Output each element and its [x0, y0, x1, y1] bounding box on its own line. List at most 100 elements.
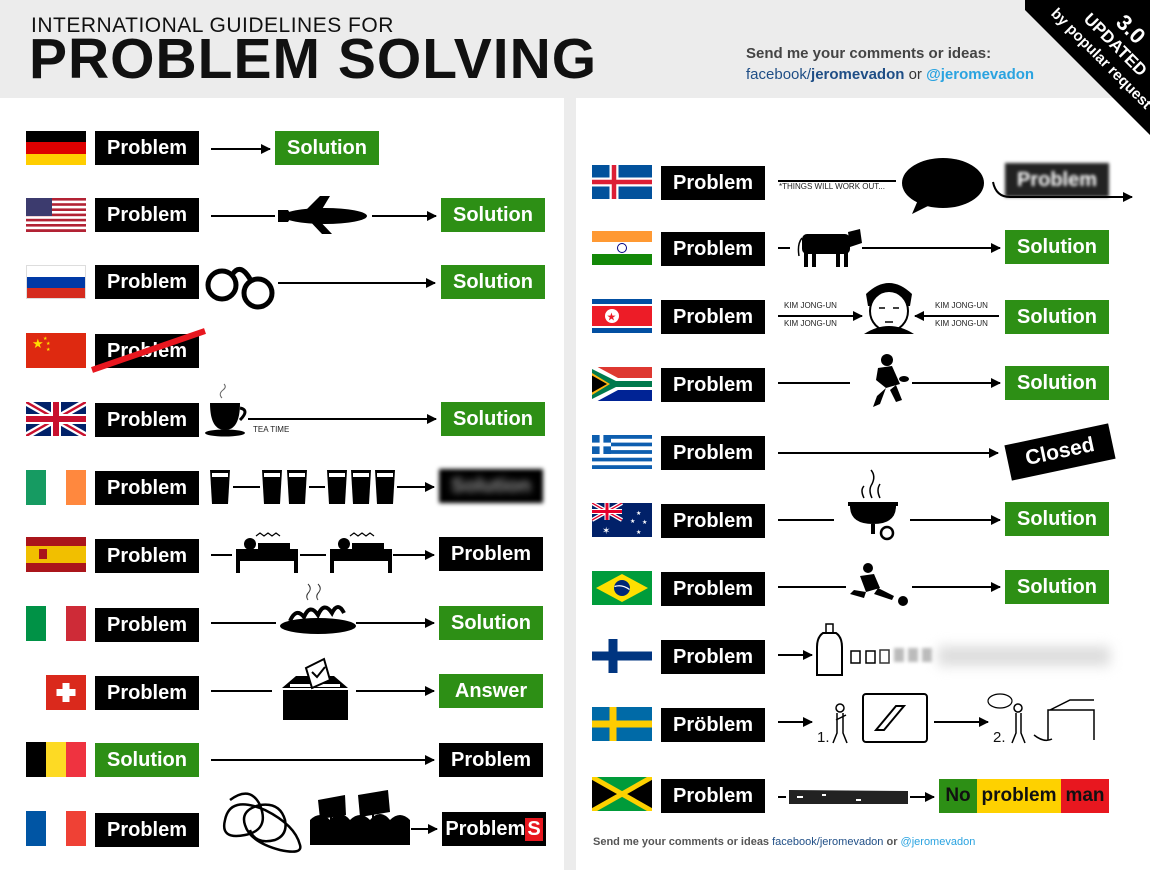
- contact-links: facebook/jeromevadon or @jeromevadon: [746, 66, 1034, 83]
- svg-text:★: ★: [636, 529, 641, 536]
- tea-time-note: TEA TIME: [253, 425, 290, 434]
- svg-text:★: ★: [32, 337, 44, 352]
- flag-uk: [26, 402, 86, 436]
- svg-text:★: ★: [636, 510, 641, 517]
- flag-ireland: [26, 470, 86, 505]
- russia-end: Solution: [441, 265, 545, 299]
- ireland-start: Problem: [95, 471, 199, 505]
- or-text: or: [908, 66, 922, 83]
- svg-text:★: ★: [630, 518, 635, 525]
- flag-germany: [26, 131, 86, 165]
- cow-icon: [797, 229, 862, 267]
- flag-north-korea: ★: [592, 299, 652, 333]
- flag-usa: [26, 198, 86, 232]
- jamaica-start: Problem: [661, 779, 765, 813]
- flag-south-africa: [592, 367, 652, 401]
- header: [0, 0, 1150, 98]
- soccer-player-icon: [850, 563, 908, 606]
- uk-end: Solution: [441, 402, 545, 436]
- bbq-grill-icon: [848, 469, 898, 541]
- facebook-link[interactable]: facebook/jeromevadon: [746, 66, 905, 83]
- flag-australia: ✶ ★ ★ ★ ★: [592, 503, 652, 537]
- france-end-suffix: S: [525, 817, 543, 841]
- top-title: INTERNATIONAL GUIDELINES FOR: [31, 14, 394, 37]
- kim-label-4: KIM JONG-UN: [935, 319, 988, 328]
- handcuffs-icon: [205, 266, 275, 310]
- jamaica-end-part-3: man: [1061, 779, 1109, 813]
- germany-end: Solution: [275, 131, 379, 165]
- vodka-bottle-icon: [816, 623, 843, 676]
- brazil-start: Problem: [661, 572, 765, 606]
- uk-start: Problem: [95, 403, 199, 437]
- flag-china: ★ ★ ★ ★: [26, 333, 86, 368]
- scribble-icon: [222, 792, 302, 853]
- kim-label-3: KIM JONG-UN: [935, 301, 988, 310]
- svg-text:★: ★: [46, 347, 51, 353]
- jamaica-end: No problem man: [939, 779, 1109, 813]
- italy-end: Solution: [439, 606, 543, 640]
- kim-label-2: KIM JONG-UN: [784, 319, 837, 328]
- spain-end: Problem: [439, 537, 543, 571]
- iceland-start: Problem: [661, 166, 765, 200]
- ikea-wtf: WTF!: [991, 697, 1009, 704]
- flag-india: [592, 231, 652, 265]
- svg-text:✶: ✶: [602, 526, 610, 537]
- svg-text:★: ★: [46, 341, 51, 347]
- contact-line: Send me your comments or ideas:: [746, 45, 992, 62]
- france-start: Problem: [95, 813, 199, 847]
- usa-start: Problem: [95, 198, 199, 232]
- china-start: Problem: [95, 334, 199, 368]
- italy-start: Problem: [95, 608, 199, 642]
- jamaica-end-part-1: No: [939, 779, 977, 813]
- svg-text:★: ★: [607, 311, 617, 324]
- switzerland-end: Answer: [439, 674, 543, 708]
- usa-end: Solution: [441, 198, 545, 232]
- flag-jamaica: [592, 777, 652, 811]
- svg-text:★: ★: [642, 519, 647, 526]
- australia-start: Problem: [661, 504, 765, 538]
- page-title: PROBLEM SOLVING: [29, 27, 598, 91]
- flag-italy: [26, 606, 86, 641]
- flag-sweden: [592, 707, 652, 741]
- india-end: Solution: [1005, 230, 1109, 264]
- iceland-bubble-text: Þetta * reddast !: [906, 171, 980, 195]
- flag-iceland: [592, 165, 652, 199]
- sweden-start: Pröblem: [661, 708, 765, 742]
- twitter-link[interactable]: @jeromevadon: [926, 66, 1035, 83]
- kim-label-1: KIM JONG-UN: [784, 301, 837, 310]
- ballot-box-icon: [282, 657, 348, 720]
- germany-start: Problem: [95, 131, 199, 165]
- shot-glasses-icon: [850, 646, 1110, 666]
- teacup-icon: [205, 383, 247, 437]
- svg-text:★: ★: [43, 336, 48, 342]
- footer-twitter-link[interactable]: @jeromevadon: [900, 836, 976, 848]
- switzerland-start: Problem: [95, 676, 199, 710]
- greece-start: Problem: [661, 436, 765, 470]
- footer: Send me your comments or ideas facebook/…: [593, 836, 976, 848]
- finland-start: Problem: [661, 640, 765, 674]
- iceland-note: *THINGS WILL WORK OUT...: [779, 182, 885, 191]
- ikea-assembly-icon: [832, 693, 1095, 744]
- jamaica-end-part-2: problem: [977, 779, 1061, 813]
- flag-greece: [592, 435, 652, 469]
- rugby-player-icon: [873, 354, 909, 407]
- belgium-start: Solution: [95, 743, 199, 777]
- south-africa-start: Problem: [661, 368, 765, 402]
- drone-icon: [278, 196, 367, 234]
- ikea-multiplier: x1: [903, 711, 919, 728]
- column-divider: [564, 98, 576, 870]
- iceland-end: Problem: [1005, 163, 1109, 197]
- joint-icon: [789, 790, 908, 804]
- spain-start: Problem: [95, 539, 199, 573]
- flag-switzerland: [46, 675, 86, 710]
- flag-russia: [26, 265, 86, 299]
- beer-pints-icon: [210, 470, 395, 504]
- spaghetti-icon: [280, 583, 356, 634]
- ikea-step-2: 2.: [993, 729, 1006, 746]
- footer-facebook-link[interactable]: facebook/jeromevadon: [772, 836, 884, 848]
- russia-start: Problem: [95, 265, 199, 299]
- flag-finland: [592, 639, 652, 673]
- flag-spain: [26, 537, 86, 572]
- belgium-end: Problem: [439, 743, 543, 777]
